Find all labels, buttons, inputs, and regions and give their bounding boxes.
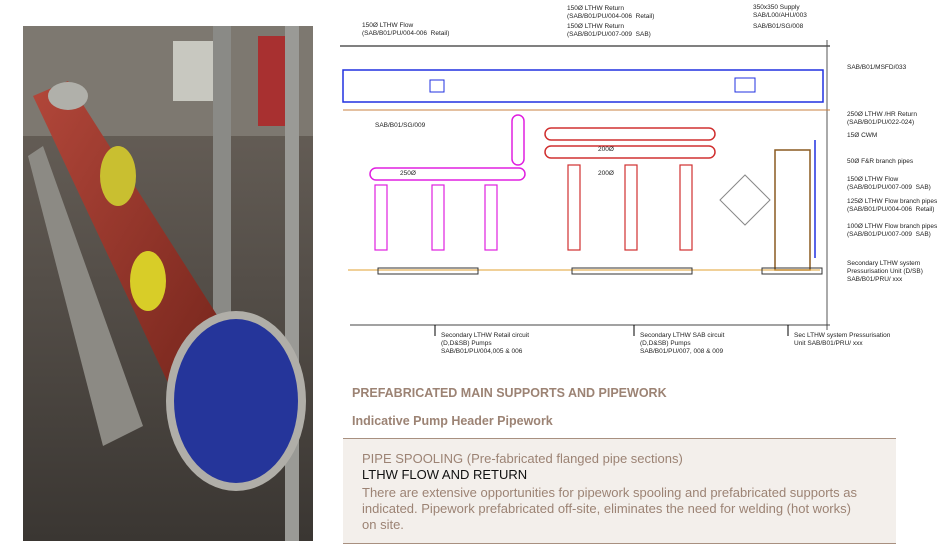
label-return-150-retail: 150Ø LTHW Return (SAB/B01/PU/004-006 Ret…: [567, 5, 655, 20]
schematic-lines: [340, 40, 830, 336]
label-retail-pumps: Secondary LTHW Retail circuit (D,D&SB) P…: [441, 332, 530, 355]
label-branch-125: 125Ø LTHW Flow branch pipes (SAB/B01/PU/…: [847, 198, 938, 213]
label-sec-pressurisation: Sec LTHW system Pressurisation Unit SAB/…: [794, 332, 891, 347]
label-flow-150-sab: 150Ø LTHW Flow (SAB/B01/PU/007-009 SAB): [847, 176, 931, 191]
label-dia-200-b: 200Ø: [598, 170, 614, 177]
pipe-photo: [23, 26, 313, 541]
panel-body: There are extensive opportunities for pi…: [362, 485, 858, 532]
label-return-150-sab: 150Ø LTHW Return (SAB/B01/PU/007-009 SAB…: [567, 23, 651, 38]
panel-subtitle: LTHW FLOW AND RETURN: [362, 467, 528, 482]
label-branch-50: 50Ø F&R branch pipes: [847, 158, 914, 165]
info-panel: PIPE SPOOLING (Pre-fabricated flanged pi…: [343, 438, 896, 544]
label-supply-350: 350x350 Supply SAB/L00/AHU/003: [753, 4, 807, 19]
section-heading: PREFABRICATED MAIN SUPPORTS AND PIPEWORK: [352, 386, 667, 400]
label-sg-008: SAB/B01/SG/008: [753, 23, 804, 30]
label-flow-150-retail: 150Ø LTHW Flow (SAB/B01/PU/004-006 Retai…: [362, 22, 450, 37]
label-cwm-15: 15Ø CWM: [847, 132, 878, 139]
label-pressurisation-unit: Secondary LTHW system Pressurisation Uni…: [847, 260, 923, 283]
label-sg-009: SAB/B01/SG/009: [375, 122, 426, 129]
label-sab-pumps: Secondary LTHW SAB circuit (D,D&SB) Pump…: [640, 332, 725, 355]
label-branch-100: 100Ø LTHW Flow branch pipes (SAB/B01/PU/…: [847, 223, 938, 238]
section-subheading: Indicative Pump Header Pipework: [352, 414, 553, 428]
label-dia-250: 250Ø: [400, 170, 416, 177]
label-dia-200-a: 200Ø: [598, 146, 614, 153]
label-msfd-033: SAB/B01/MSFD/033: [847, 64, 907, 71]
pipework-drawing: 150Ø LTHW Flow (SAB/B01/PU/004-006 Retai…: [340, 0, 952, 370]
panel-title: PIPE SPOOLING (Pre-fabricated flanged pi…: [362, 451, 683, 466]
label-hr-return-250: 250Ø LTHW /HR Return (SAB/B01/PU/022-024…: [847, 111, 917, 126]
